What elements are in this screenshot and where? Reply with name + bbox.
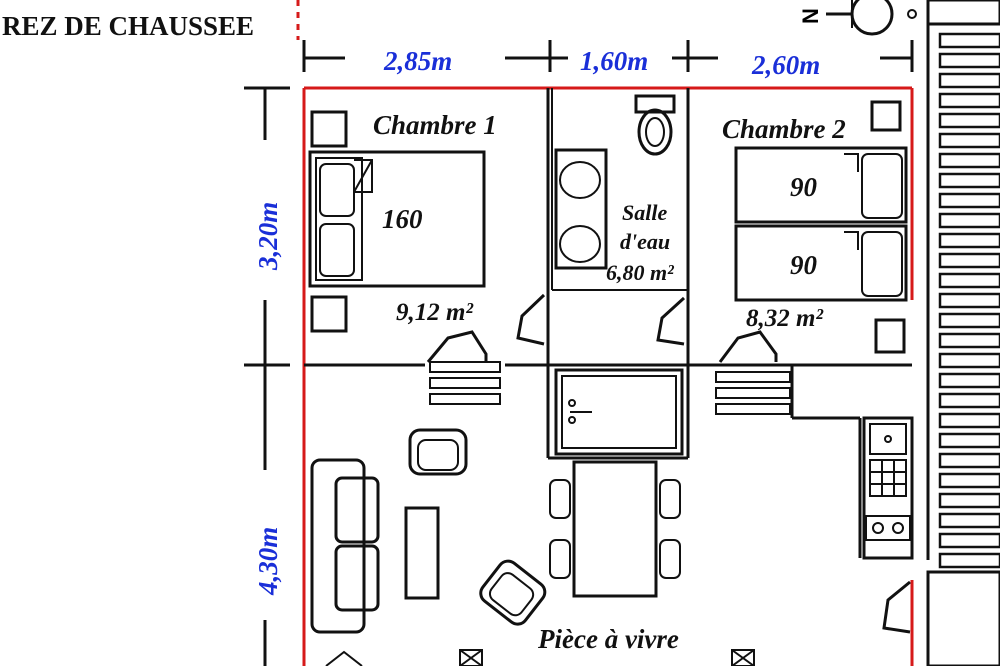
chambre1-area: 9,12 m² — [396, 299, 473, 326]
stair-step — [938, 192, 1000, 209]
stair-strip — [926, 0, 1000, 666]
chambre2-bed-a: 90 — [790, 172, 818, 202]
stair-step — [938, 312, 1000, 329]
stair-step — [938, 92, 1000, 109]
dim-width-2: 1,60m — [580, 46, 648, 76]
salle-label-2: d'eau — [620, 229, 670, 254]
red-outline — [296, 0, 914, 666]
stair-step — [938, 532, 1000, 549]
stair-step — [938, 212, 1000, 229]
salle-label-1: Salle — [622, 200, 667, 225]
stair-step — [938, 292, 1000, 309]
stair-step — [938, 432, 1000, 449]
stair-step — [938, 152, 1000, 169]
top-dimension: 2,85m 1,60m 2,60m — [302, 40, 914, 80]
dim-width-3: 2,60m — [751, 50, 820, 80]
dim-height-1: 3,20m — [253, 202, 283, 271]
stair-step — [938, 112, 1000, 129]
chambre1-furniture — [308, 110, 546, 405]
plan-title: REZ DE CHAUSSEE — [2, 11, 254, 41]
stair-step — [938, 72, 1000, 89]
dim-height-2: 4,30m — [253, 527, 283, 596]
stair-step — [938, 392, 1000, 409]
stair-step — [938, 472, 1000, 489]
stair-step — [938, 52, 1000, 69]
stair-step — [938, 32, 1000, 49]
chambre2-furniture — [715, 100, 908, 415]
stair-step — [938, 412, 1000, 429]
salle-area: 6,80 m² — [606, 260, 674, 285]
stair-step — [938, 552, 1000, 569]
bathroom-fixtures — [554, 94, 686, 346]
living-furniture — [310, 428, 755, 666]
compass-letter: N — [798, 8, 823, 24]
left-dimension: 3,20m 4,30m — [244, 86, 290, 666]
stair-step — [938, 132, 1000, 149]
chambre2-area: 8,32 m² — [746, 305, 823, 332]
shower-tray — [554, 368, 684, 456]
chambre2-label: Chambre 2 — [722, 114, 846, 144]
walls — [304, 88, 912, 558]
stair-step — [938, 452, 1000, 469]
stair-step — [938, 512, 1000, 529]
dim-width-1: 2,85m — [383, 46, 452, 76]
chambre1-bed-size: 160 — [382, 204, 423, 234]
stair-step — [938, 172, 1000, 189]
stair-step — [938, 272, 1000, 289]
stair-step — [938, 232, 1000, 249]
chambre2-bed-b: 90 — [790, 250, 818, 280]
piece-label: Pièce à vivre — [537, 624, 679, 654]
chambre1-label: Chambre 1 — [373, 110, 497, 140]
stair-step — [938, 492, 1000, 509]
stair-step — [938, 332, 1000, 349]
stair-step — [938, 252, 1000, 269]
stair-step — [938, 372, 1000, 389]
kitchen — [862, 416, 914, 634]
stair-step — [938, 352, 1000, 369]
compass-icon: N — [798, 0, 917, 36]
